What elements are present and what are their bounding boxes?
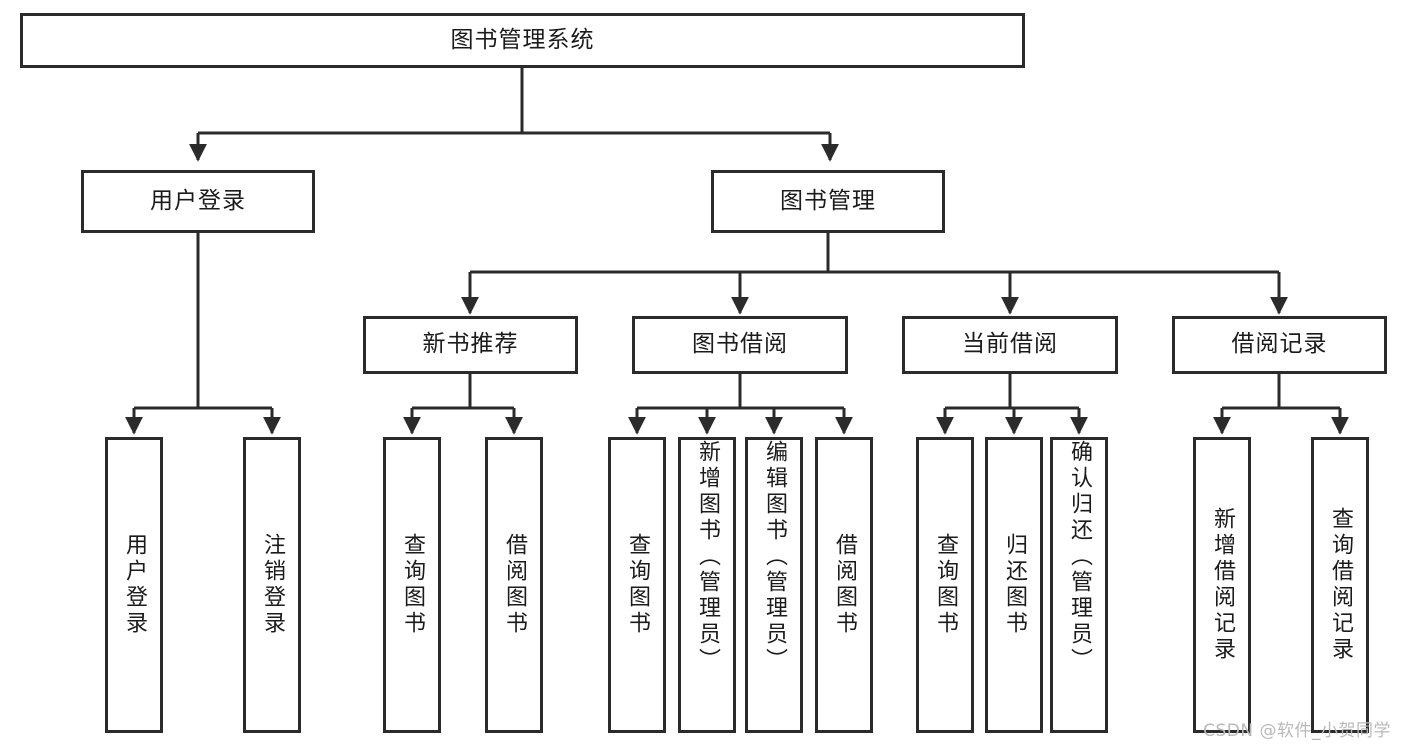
node-book-borrow[interactable]: 图书借阅 — [632, 316, 848, 374]
node-label: 借阅图书 — [832, 533, 857, 637]
node-label: 当前借阅 — [962, 331, 1058, 358]
leaf-new-book-borrow[interactable]: 借阅图书 — [485, 437, 543, 733]
node-label: 借阅图书 — [502, 533, 527, 637]
node-label: 新增图书（管理员） — [695, 440, 720, 674]
node-label: 注销登录 — [260, 533, 285, 637]
node-label: 查询图书 — [400, 533, 425, 637]
node-label: 用户登录 — [150, 187, 246, 214]
node-book-management[interactable]: 图书管理 — [711, 170, 945, 233]
leaf-book-borrow-borrow[interactable]: 借阅图书 — [815, 437, 873, 733]
node-borrow-record[interactable]: 借阅记录 — [1172, 316, 1387, 374]
node-label: 编辑图书（管理员） — [762, 440, 787, 674]
node-label: 用户登录 — [122, 533, 147, 637]
leaf-user-login-login[interactable]: 用户登录 — [105, 437, 163, 733]
leaf-book-borrow-query[interactable]: 查询图书 — [608, 437, 666, 733]
leaf-current-borrow-return[interactable]: 归还图书 — [985, 437, 1043, 733]
node-label: 新增借阅记录 — [1210, 507, 1235, 663]
node-current-borrow[interactable]: 当前借阅 — [902, 316, 1118, 374]
node-label: 确认归还（管理员） — [1067, 440, 1092, 674]
node-label: 借阅记录 — [1231, 331, 1328, 358]
leaf-user-login-logout[interactable]: 注销登录 — [243, 437, 301, 733]
csdn-watermark: CSDN @软件_小贺同学 — [1203, 721, 1391, 741]
leaf-book-borrow-edit[interactable]: 编辑图书（管理员） — [745, 437, 803, 733]
node-label: 图书借阅 — [692, 331, 788, 358]
node-new-book-recommend[interactable]: 新书推荐 — [363, 316, 578, 374]
leaf-current-borrow-confirm-return[interactable]: 确认归还（管理员） — [1050, 437, 1108, 733]
node-label: 查询借阅记录 — [1328, 507, 1353, 663]
leaf-new-book-query[interactable]: 查询图书 — [383, 437, 441, 733]
leaf-borrow-record-add[interactable]: 新增借阅记录 — [1193, 437, 1251, 733]
leaf-borrow-record-query[interactable]: 查询借阅记录 — [1311, 437, 1369, 733]
node-label: 查询图书 — [933, 533, 958, 637]
leaf-book-borrow-add[interactable]: 新增图书（管理员） — [678, 437, 736, 733]
leaf-current-borrow-query[interactable]: 查询图书 — [916, 437, 974, 733]
node-label: 图书管理 — [780, 187, 876, 214]
node-label: 查询图书 — [625, 533, 650, 637]
node-root-system[interactable]: 图书管理系统 — [20, 13, 1025, 68]
node-label: 图书管理系统 — [450, 26, 595, 53]
node-label: 新书推荐 — [422, 331, 519, 358]
node-label: 归还图书 — [1002, 533, 1027, 637]
node-user-login[interactable]: 用户登录 — [81, 170, 315, 233]
